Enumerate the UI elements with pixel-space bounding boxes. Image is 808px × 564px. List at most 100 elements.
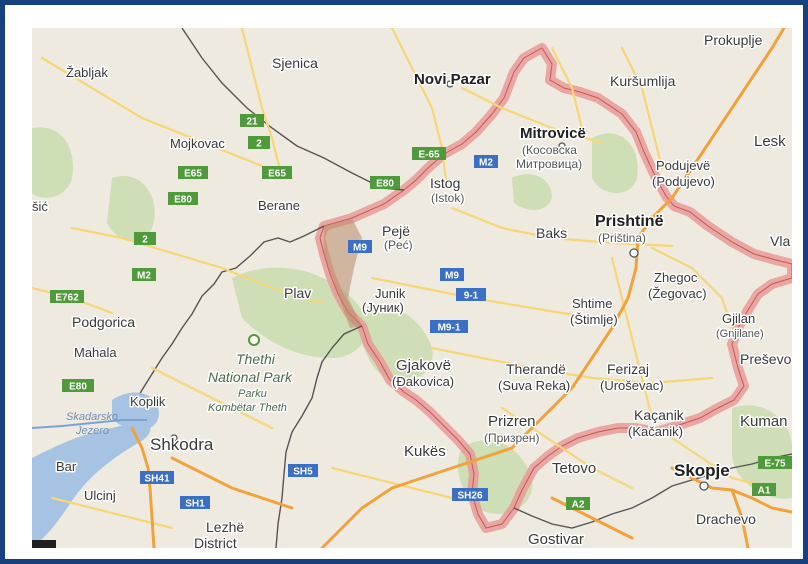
place-label: (Gnjilane) [716, 328, 764, 340]
place-label: Baks [536, 225, 567, 241]
city-markers [170, 80, 709, 491]
place-label: Skopje [674, 461, 730, 480]
svg-text:M9-1: M9-1 [438, 323, 461, 334]
road-shield-e65: E65 [178, 166, 208, 180]
place-label: Preševo [740, 351, 792, 367]
svg-text:SH26: SH26 [457, 491, 482, 502]
place-label: (Đakovica) [392, 374, 454, 389]
place-label: District [194, 535, 237, 548]
place-label: Koplik [130, 394, 166, 409]
place-label: Sjenica [272, 55, 318, 71]
place-label: Thethi [236, 351, 276, 367]
place-label: Gostivar [528, 531, 584, 548]
svg-text:SH41: SH41 [144, 474, 169, 485]
road-shield-a2: A2 [566, 497, 590, 511]
svg-text:M2: M2 [479, 158, 493, 169]
secondary-roads [32, 28, 774, 530]
svg-text:SH1: SH1 [185, 499, 205, 510]
road-shield-9-1: 9-1 [456, 288, 486, 302]
place-label: (Призрен) [484, 431, 539, 445]
road-shield-sh5: SH5 [288, 464, 318, 478]
place-label: Pejë [382, 223, 410, 239]
highlighted-region-outline [319, 47, 792, 529]
place-label: Ulcinj [84, 488, 116, 503]
place-label: Therandë [506, 361, 566, 377]
place-label: Kuršumlija [610, 73, 676, 89]
place-label: Митровица) [516, 157, 582, 171]
place-label: National Park [208, 369, 293, 385]
country-boundaries [123, 28, 792, 548]
road-shield-m2: M2 [132, 268, 156, 282]
place-label: (Suva Reka) [498, 378, 570, 393]
place-label: (Žegovac) [648, 286, 707, 301]
svg-text:E-75: E-75 [764, 459, 786, 470]
map-canvas[interactable]: 21 2 E65 E65 E80 E80 E-65 M2 2 M2 M9 M9 … [32, 28, 792, 548]
place-label: Drachevo [696, 511, 756, 527]
place-label: Mojkovac [170, 136, 225, 151]
place-label: (Štimlje) [570, 312, 618, 327]
road-shield-e80: E80 [168, 192, 198, 206]
svg-text:21: 21 [246, 117, 258, 128]
road-shield-m9-1: M9-1 [430, 320, 468, 334]
place-label: Shkodra [150, 435, 214, 454]
place-label: Prokuplje [704, 32, 763, 48]
road-shield-e-75: E-75 [758, 456, 792, 470]
road-shield-e80: E80 [370, 176, 400, 190]
map-view[interactable]: 21 2 E65 E65 E80 E80 E-65 M2 2 M2 M9 M9 … [32, 28, 792, 548]
svg-text:E-65: E-65 [418, 150, 440, 161]
place-label: Tetovo [552, 460, 596, 477]
place-label: Kombëtar Theth [208, 402, 287, 414]
place-label: (Kačanik) [628, 424, 683, 439]
road-shield-m9: M9 [440, 268, 464, 282]
place-label: (Косовска [522, 143, 577, 157]
road-shield-e65: E65 [262, 166, 292, 180]
road-shield-e762: E762 [50, 290, 84, 304]
place-label: Istog [430, 175, 460, 191]
svg-text:9-1: 9-1 [464, 291, 479, 302]
place-labels: Žabljak Sjenica Novi Pazar Prokuplje Kur… [32, 31, 792, 549]
svg-text:E80: E80 [174, 195, 192, 206]
road-shields: 21 2 E65 E65 E80 E80 E-65 M2 2 M2 M9 M9 … [50, 114, 792, 511]
svg-text:2: 2 [142, 235, 148, 246]
place-label: (Peć) [384, 238, 413, 252]
place-label: Gjakovë [396, 357, 451, 374]
road-shield-a1: A1 [752, 483, 776, 497]
svg-text:E65: E65 [268, 169, 286, 180]
road-shield-2: 2 [134, 232, 156, 246]
svg-text:A2: A2 [572, 500, 585, 511]
water-label: Jezero [75, 425, 109, 437]
place-label: Shtime [572, 296, 612, 311]
place-label: Junik [375, 286, 406, 301]
road-shield-m9: M9 [348, 240, 372, 254]
place-label: šić [32, 199, 48, 214]
main-roads [130, 28, 792, 548]
place-label: Bar [56, 459, 77, 474]
road-shield-sh26: SH26 [452, 488, 488, 502]
place-label: (Јуник) [362, 300, 404, 315]
svg-text:SH5: SH5 [293, 467, 313, 478]
place-label: Plav [284, 285, 311, 301]
place-label: Prishtinë [595, 213, 664, 230]
road-shield-m2: M2 [474, 155, 498, 169]
road-shield-sh1: SH1 [180, 496, 210, 510]
place-label: Kaçanik [634, 407, 685, 423]
place-label: Vla [770, 233, 790, 249]
place-label: Novi Pazar [414, 71, 491, 88]
road-shield-e80: E80 [62, 379, 94, 393]
svg-text:M9: M9 [353, 243, 367, 254]
place-label: Zhegoc [654, 270, 698, 285]
water-label: Skadarsko [66, 411, 118, 423]
svg-text:E80: E80 [376, 179, 394, 190]
place-label: Podujevë [656, 158, 710, 173]
svg-text:M2: M2 [137, 271, 151, 282]
place-label: (Istok) [431, 191, 464, 205]
motorway-highlight [32, 419, 147, 429]
place-label: Kukës [404, 443, 446, 460]
place-label: (Priština) [598, 231, 646, 245]
svg-text:M9: M9 [445, 271, 459, 282]
place-label: Podgorica [72, 314, 135, 330]
road-shield-e-65: E-65 [412, 147, 446, 161]
place-label: Prizren [488, 413, 536, 430]
svg-text:E762: E762 [55, 293, 79, 304]
place-label: Kuman [740, 413, 788, 430]
